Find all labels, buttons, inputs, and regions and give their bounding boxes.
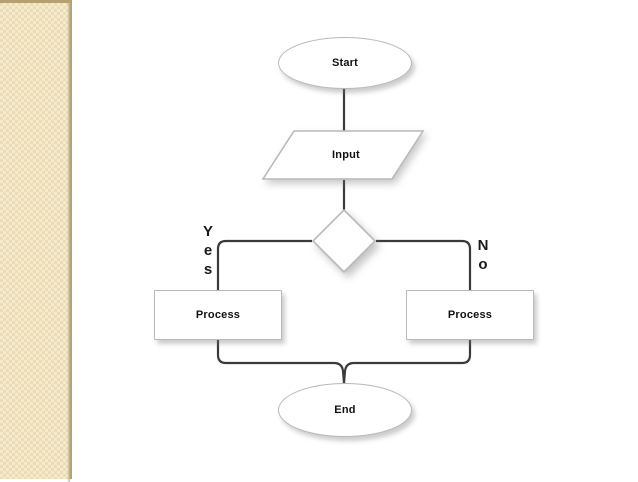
node-start[interactable]: Start [278, 37, 412, 89]
node-process-yes[interactable]: Process [154, 290, 282, 340]
edge-process-no-to-end [342, 340, 472, 384]
node-decision[interactable] [312, 209, 376, 273]
edge-decision-to-process-no [376, 239, 472, 290]
sidebar-band-edge [67, 3, 70, 482]
node-start-label: Start [331, 56, 359, 69]
flowchart-connectors [216, 88, 472, 384]
flowchart: Start Input Y e s N [72, 0, 638, 479]
node-decision-shape [312, 209, 376, 273]
branch-label-yes-letter-3: s [203, 261, 213, 278]
node-process-yes-label: Process [195, 308, 241, 321]
branch-label-yes-letter-1: Y [202, 223, 213, 240]
edge-process-yes-to-end [216, 340, 346, 384]
branch-label-yes: Y e s [200, 222, 216, 279]
branch-label-no: N o [475, 236, 491, 274]
node-process-no-label: Process [447, 308, 493, 321]
node-end-label: End [334, 403, 356, 416]
node-decision-label-wrap [312, 209, 376, 273]
node-process-no[interactable]: Process [406, 290, 534, 340]
node-end[interactable]: End [278, 383, 412, 437]
node-input-label-wrap: Input [262, 130, 424, 180]
branch-label-yes-letter-2: e [203, 242, 213, 259]
node-input-label: Input [332, 148, 360, 161]
branch-label-no-letter-1: N [477, 237, 489, 254]
node-input-shape [262, 130, 424, 180]
branch-label-no-letter-2: o [478, 256, 488, 273]
decorative-sidebar-band [0, 0, 72, 482]
edge-decision-to-process-yes [216, 239, 312, 290]
node-input[interactable]: Input [262, 130, 424, 180]
